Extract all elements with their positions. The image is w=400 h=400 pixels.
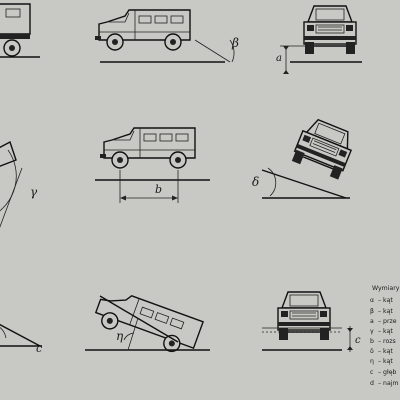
- label-beta: β: [231, 36, 239, 50]
- legend-item: δ – kąt: [370, 348, 393, 355]
- legend-item: a – prze: [370, 318, 397, 325]
- svg-text:δ: δ: [370, 348, 374, 355]
- label-delta: δ: [252, 175, 259, 189]
- svg-text:d: d: [370, 380, 374, 387]
- svg-text:– kąt: – kąt: [378, 348, 393, 355]
- svg-text:– kąt: – kąt: [378, 328, 393, 335]
- svg-text:– prze: – prze: [378, 318, 397, 325]
- legend-item: β – kąt: [370, 308, 393, 315]
- figure-approach-angle-partial: γ: [0, 140, 38, 228]
- label-c-side: c: [36, 342, 42, 355]
- label-c-front: c: [355, 335, 361, 346]
- label-b: b: [155, 183, 162, 196]
- svg-text:– kąt: – kąt: [378, 297, 393, 304]
- svg-text:b: b: [370, 338, 374, 345]
- legend-item: c – głęb: [370, 369, 397, 376]
- svg-text:β: β: [370, 308, 374, 315]
- figure-departure-angle: β: [94, 9, 239, 63]
- label-eta: η: [116, 329, 124, 343]
- label-gamma: γ: [30, 185, 38, 199]
- figure-fording-depth: c: [262, 291, 361, 352]
- svg-text:γ: γ: [370, 328, 374, 335]
- figure-ground-clearance: a: [276, 5, 362, 74]
- dimensions-legend: Wymiary α – kąt β – kąt a – prze γ – kąt…: [370, 285, 400, 387]
- legend-item: η – kąt: [370, 358, 393, 365]
- svg-text:– kąt: – kąt: [378, 308, 393, 315]
- legend-item: γ – kąt: [370, 328, 393, 335]
- figure-bottom-left-partial: c: [0, 323, 42, 355]
- figure-side-slope: δ: [252, 115, 358, 199]
- legend-item: α – kąt: [370, 297, 393, 304]
- truck-top-left-partial: [0, 3, 40, 58]
- svg-text:– kąt: – kąt: [378, 358, 393, 365]
- label-a: a: [276, 53, 282, 64]
- svg-text:– najm: – najm: [378, 380, 399, 387]
- svg-text:a: a: [370, 318, 374, 325]
- svg-text:η: η: [370, 358, 374, 365]
- svg-text:– głęb: – głęb: [378, 369, 397, 376]
- svg-text:– rozs: – rozs: [378, 338, 396, 345]
- legend-item: d – najm: [370, 380, 399, 387]
- figure-ramp-angle: η: [85, 295, 210, 353]
- legend-item: b – rozs: [370, 338, 396, 345]
- svg-text:c: c: [370, 369, 374, 376]
- figure-wheelbase: b: [95, 127, 210, 203]
- svg-text:α: α: [370, 297, 374, 304]
- legend-title: Wymiary: [372, 285, 400, 292]
